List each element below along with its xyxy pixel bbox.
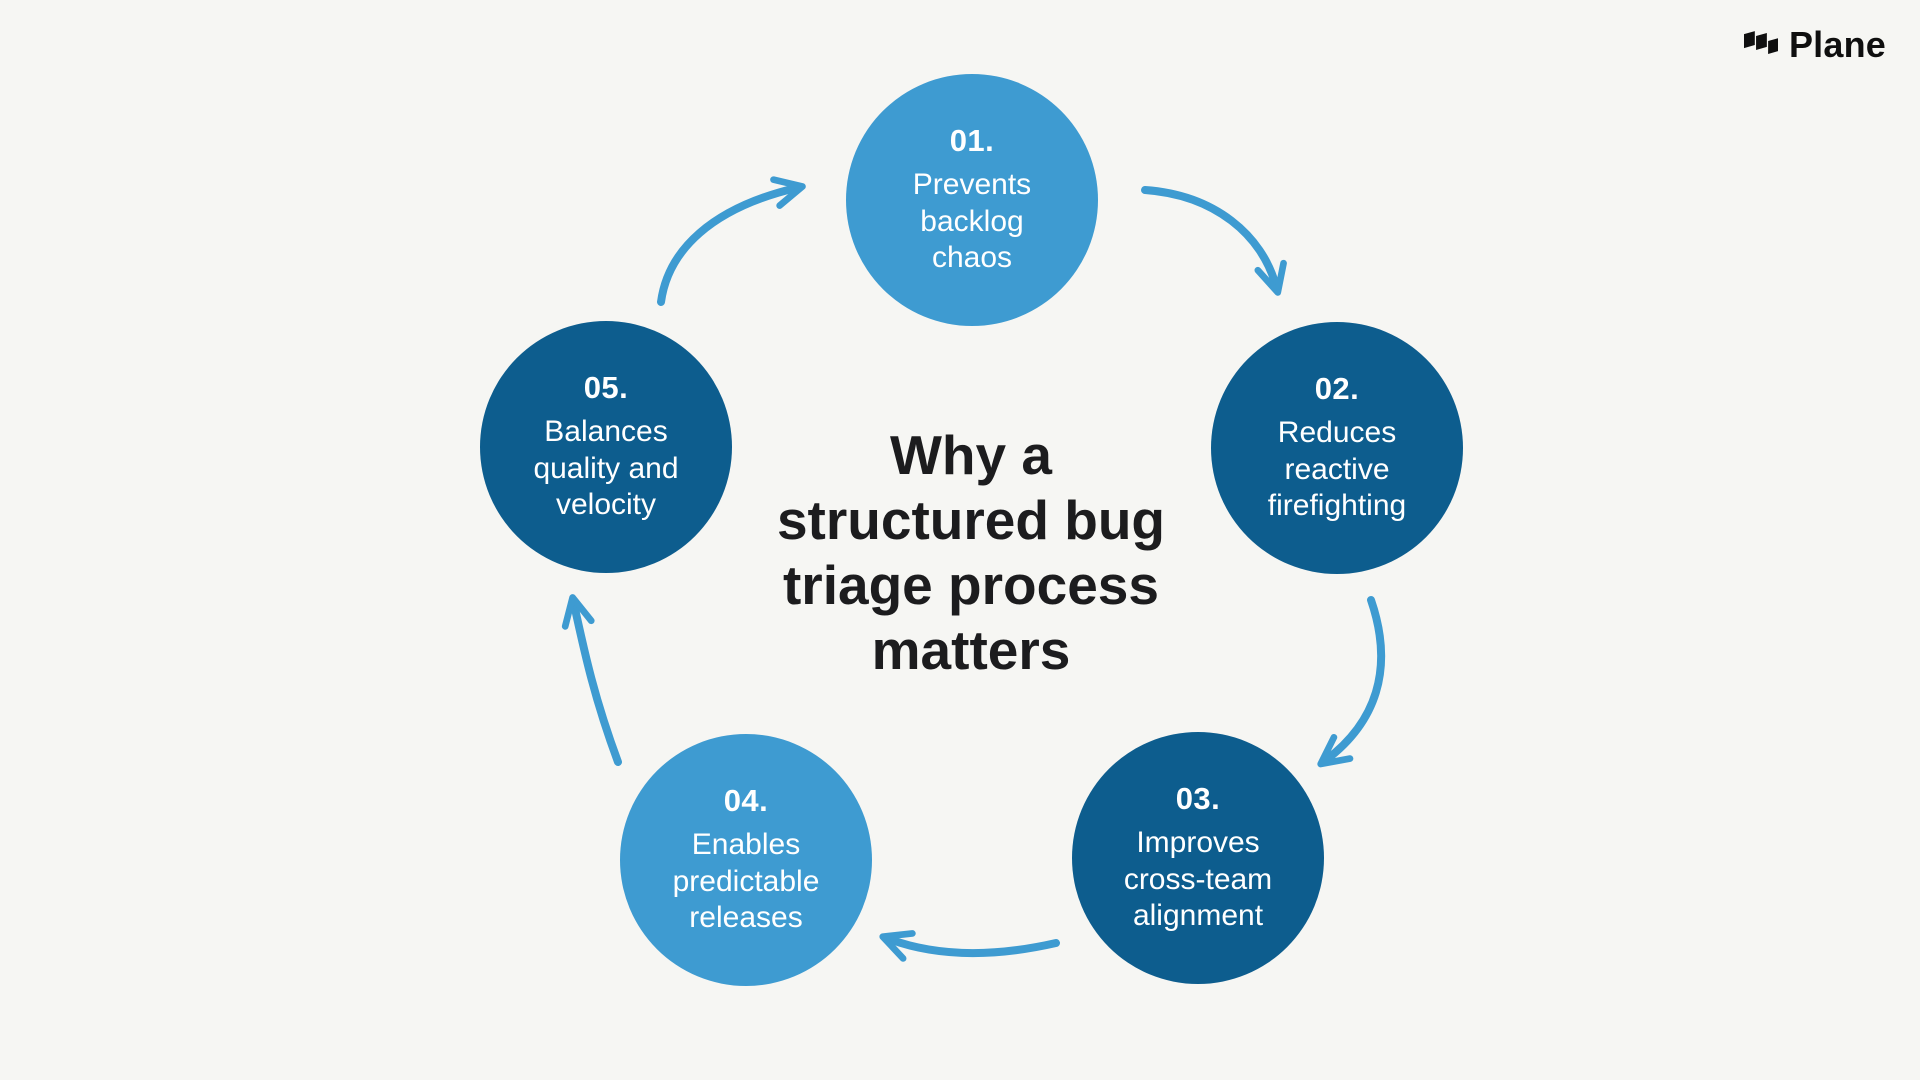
brand-wordmark: Plane [1788,24,1886,65]
step-text-line: chaos [931,241,1013,275]
step-circle-1: 01. Prevents backlog chaos [846,74,1098,326]
step-text-line: Balances [544,415,668,449]
step-text-line: Prevents [912,168,1032,202]
step-number: 05. [583,370,629,406]
step-text-line: quality and [533,451,679,485]
title-line: Why a [890,424,1052,486]
plane-logo-icon [1743,31,1778,54]
brand-logo: Plane [1742,24,1886,66]
arrow-02-to-03 [1317,596,1386,768]
page-title: Why a structured bug triage process matt… [671,423,1271,683]
step-text-line: Enables [691,828,801,862]
step-text-line: alignment [1132,899,1264,933]
step-text-line: velocity [555,488,657,522]
step-text-line: firefighting [1267,489,1407,523]
step-text-line: backlog [920,204,1024,238]
step-text-line: reactive [1284,452,1390,486]
arrow-05-to-01 [657,176,806,306]
title-line: matters [871,618,1071,681]
step-text-line: predictable [672,864,820,898]
step-circle-2: 02. Reduces reactive firefighting [1211,322,1463,574]
step-text-line: cross-team [1123,862,1273,896]
step-circle-4: 04. Enables predictable releases [620,734,872,986]
step-number: 01. [949,123,995,159]
step-text-line: Reduces [1277,416,1397,450]
step-number: 02. [1314,371,1360,407]
arrow-03-to-04 [879,930,1060,962]
arrow-04-to-05 [561,594,622,766]
step-number: 03. [1175,781,1221,817]
step-text-line: Improves [1136,826,1260,860]
title-line: triage process [782,553,1159,616]
step-number: 04. [723,783,769,819]
step-circle-3: 03. Improves cross-team alignment [1072,732,1324,984]
step-text-line: releases [689,901,803,935]
step-circle-5: 05. Balances quality and velocity [480,321,732,573]
arrow-01-to-02 [1141,186,1287,296]
title-line: structured bug [776,488,1166,551]
